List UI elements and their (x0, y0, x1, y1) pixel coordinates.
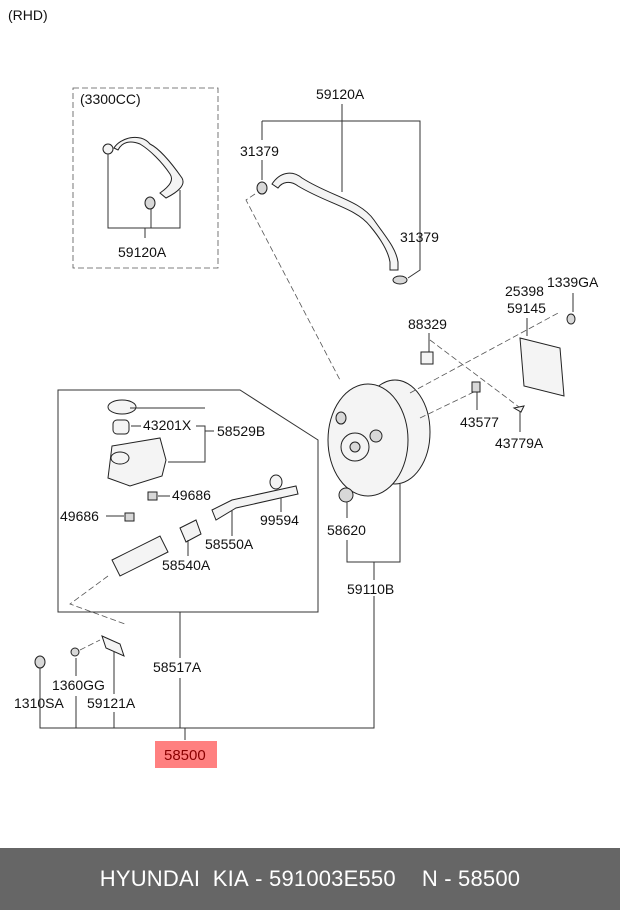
bolt-icon (34, 655, 46, 669)
plug-icon (338, 487, 354, 503)
callout-58620: 58620 (327, 522, 366, 538)
vacuum-hose (271, 172, 399, 271)
clip-icon (512, 405, 525, 413)
parts-diagram: (RHD) (3300CC) 59120A 59120A 31379 31379… (8, 7, 599, 768)
callout-59110B: 59110B (347, 581, 394, 597)
grommet-icon (147, 491, 158, 501)
mounting-parts: 25398 59145 1339GA 88329 43577 43779A (408, 274, 599, 451)
nut-icon (70, 647, 80, 657)
callout-59121A: 59121A (87, 695, 136, 711)
footer-bar: HYUNDAI KIA - 591003E550 N - 58500 (0, 848, 620, 910)
callout-31379-left: 31379 (240, 143, 279, 159)
master-cylinder-icon (111, 535, 169, 577)
master-cylinder-box: 43201X 58529B 49686 49686 99594 58550A 5… (57, 389, 319, 625)
callout-1360GG: 1360GG (52, 677, 105, 693)
clamp-icon (256, 181, 268, 195)
callout-58517A: 58517A (153, 659, 202, 675)
nut-icon (566, 313, 576, 325)
bottom-parts: 1360GG 1310SA 59121A 58517A (14, 596, 375, 740)
oring-icon (269, 474, 283, 490)
callout-58540A: 58540A (162, 557, 211, 573)
callout-43201X: 43201X (143, 417, 192, 433)
callout-59120A: 59120A (118, 244, 167, 260)
callout-43577: 43577 (460, 414, 499, 430)
spring-icon (179, 519, 202, 543)
inset-3300cc: (3300CC) 59120A (72, 87, 219, 269)
gasket-icon (519, 337, 565, 397)
bracket-icon (101, 635, 125, 657)
callout-1310SA: 1310SA (14, 695, 64, 711)
callout-58529B: 58529B (217, 423, 265, 439)
callout-49686-right: 49686 (172, 487, 211, 503)
variant-label: (RHD) (8, 7, 48, 23)
assembly-callout-58500[interactable]: 58500 (155, 741, 217, 768)
callout-58550A: 58550A (205, 536, 254, 552)
brand-label: HYUNDAI KIA (99, 866, 249, 891)
engine-label: (3300CC) (80, 91, 141, 107)
callout-43779A: 43779A (495, 435, 544, 451)
piston-icon (211, 485, 299, 521)
part-number: - 591003E550 (248, 866, 396, 891)
clamp-icon (144, 196, 156, 210)
callout-59120A: 59120A (316, 86, 365, 102)
callout-99594: 99594 (260, 512, 299, 528)
callout-1339GA: 1339GA (547, 274, 599, 290)
vacuum-hose-inset (113, 136, 184, 199)
callout-31379-right: 31379 (400, 229, 439, 245)
clamp-icon (102, 143, 114, 155)
callout-25398: 25398 (505, 283, 544, 299)
grommet-icon (124, 512, 135, 522)
ref-label: N - 58500 (421, 866, 521, 891)
brake-booster: 58620 59110B (327, 311, 561, 597)
callout-88329: 88329 (408, 316, 447, 332)
callout-49686-left: 49686 (60, 508, 99, 524)
vacuum-hose-group: 59120A 31379 31379 (240, 86, 439, 381)
clevis-icon (471, 381, 481, 393)
clamp-icon (392, 275, 408, 285)
reservoir-icon (107, 437, 167, 487)
highlight-box (155, 741, 217, 768)
callout-58500: 58500 (164, 747, 206, 764)
callout-59145: 59145 (507, 300, 546, 316)
pin-icon (420, 351, 434, 365)
